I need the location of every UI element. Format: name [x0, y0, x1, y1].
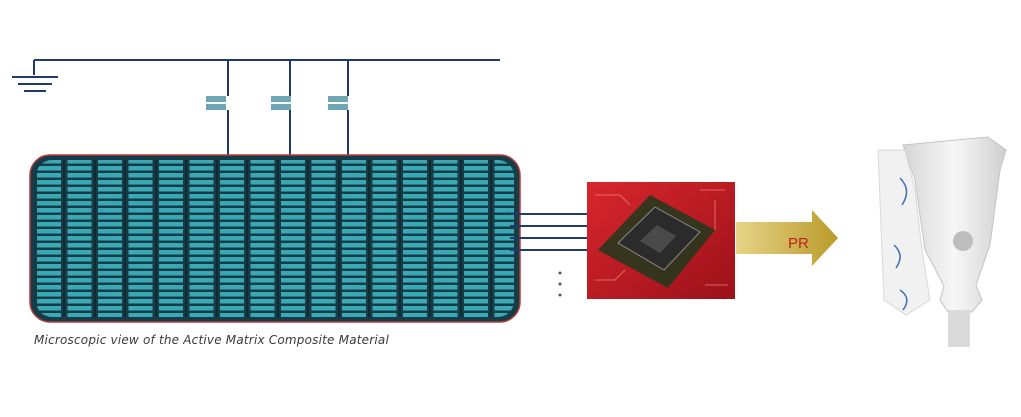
- ground-icon: [12, 76, 58, 92]
- ultrasound-probe-icon: [877, 136, 1007, 347]
- ellipsis-dots: [558, 271, 562, 297]
- capacitor-icon: [328, 96, 348, 110]
- caption-text: Microscopic view of the Active Matrix Co…: [34, 333, 389, 347]
- capacitor-icon: [206, 96, 226, 110]
- active-matrix-material: [29, 154, 521, 323]
- top-wiring: [33, 59, 500, 158]
- chip-icon: [617, 206, 701, 271]
- signal-wires: [510, 213, 588, 251]
- capacitor-icon: [271, 96, 291, 110]
- arrow-right-icon: [736, 210, 838, 266]
- pr-label: PR: [788, 235, 809, 252]
